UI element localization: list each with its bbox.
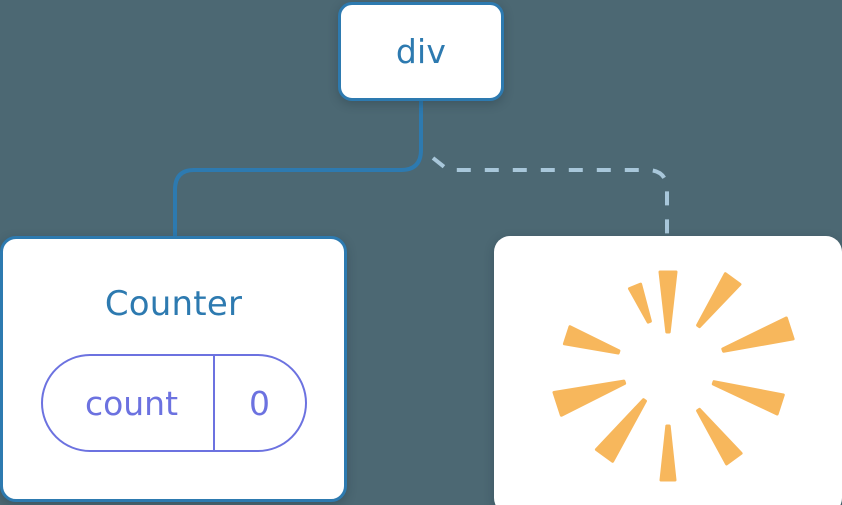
sparkle-ray-7 xyxy=(594,398,647,463)
node-counter[interactable]: Counter count 0 xyxy=(0,236,347,502)
sparkle-ray-4 xyxy=(711,380,785,416)
sparkle-burst-icon xyxy=(552,270,795,482)
node-counter-label: Counter xyxy=(104,284,243,324)
sparkle-ray-2 xyxy=(696,272,742,329)
state-value: 0 xyxy=(212,356,305,450)
state-key: count xyxy=(84,383,179,423)
sparkle-ray-5 xyxy=(696,407,743,466)
edge-div-to-sparkle xyxy=(431,156,669,238)
sparkle-ray-10 xyxy=(627,282,652,324)
sparkle-ray-6 xyxy=(659,424,677,482)
sparkle-ray-8 xyxy=(552,379,627,417)
node-sparkle[interactable] xyxy=(494,236,842,505)
state-pill-count[interactable]: count 0 xyxy=(40,354,307,452)
sparkle-ray-1 xyxy=(658,270,678,334)
edge-div-to-counter xyxy=(173,99,423,240)
sparkle-ray-3 xyxy=(721,316,795,353)
sparkle-ray-9 xyxy=(562,325,621,355)
node-div[interactable]: div xyxy=(338,2,504,101)
node-div-label: div xyxy=(395,32,447,71)
